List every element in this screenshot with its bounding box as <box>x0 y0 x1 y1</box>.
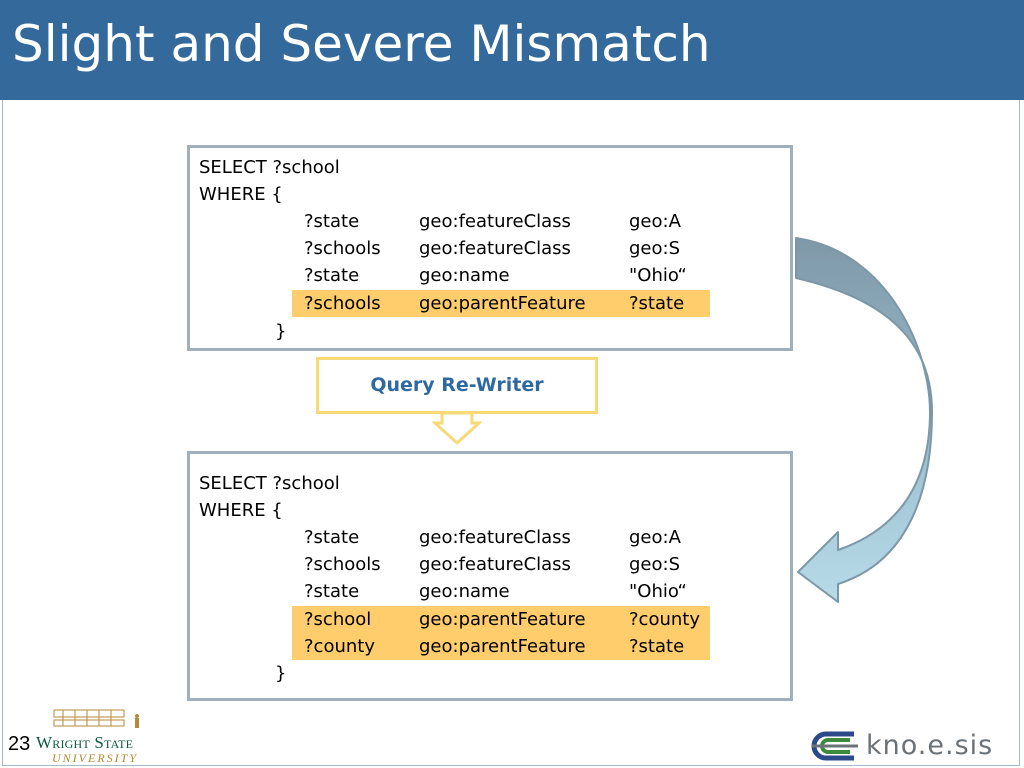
triple-object: ?state <box>629 636 685 657</box>
triple-object: ?state <box>629 293 685 314</box>
triple-object: geo:A <box>629 527 681 548</box>
closing-brace: } <box>275 321 287 342</box>
select-line: SELECT ?school <box>199 473 340 494</box>
triple-subject: ?state <box>304 265 360 286</box>
triple-subject: ?state <box>304 581 360 602</box>
triple-predicate: geo:featureClass <box>419 527 571 548</box>
triple-object: "Ohio“ <box>629 581 687 602</box>
slide-title: Slight and Severe Mismatch <box>12 15 711 73</box>
triple-subject: ?state <box>304 211 360 232</box>
triple-row: ?schools geo:featureClass geo:S <box>292 235 710 262</box>
title-bar: Slight and Severe Mismatch <box>0 0 1024 100</box>
wsu-name: Wright State <box>36 733 134 752</box>
triple-predicate: geo:name <box>419 265 510 286</box>
query-rewriter-label: Query Re-Writer <box>370 374 544 396</box>
down-arrow-icon <box>432 412 482 446</box>
triple-row: ?state geo:name "Ohio“ <box>292 578 710 605</box>
wright-flyer-icon <box>53 709 139 728</box>
where-line: WHERE { <box>199 500 283 521</box>
triple-subject: ?schools <box>304 293 381 314</box>
triple-row: ?state geo:featureClass geo:A <box>292 208 710 235</box>
highlighted-triple-row: ?schools geo:parentFeature ?state <box>292 290 710 317</box>
triple-predicate: geo:name <box>419 581 510 602</box>
original-query-box: SELECT ?school WHERE { ?state geo:featur… <box>187 145 793 351</box>
where-line: WHERE { <box>199 184 283 205</box>
wsu-subtitle: UNIVERSITY <box>52 751 138 765</box>
rewritten-query-box: SELECT ?school WHERE { ?state geo:featur… <box>187 451 793 701</box>
closing-brace: } <box>275 663 287 684</box>
page-number: 23 <box>8 733 31 755</box>
triple-object: ?county <box>629 609 700 630</box>
triple-object: geo:A <box>629 211 681 232</box>
triple-predicate: geo:parentFeature <box>419 293 586 314</box>
slide-frame <box>2 100 1020 766</box>
triple-subject: ?state <box>304 527 360 548</box>
triple-subject: ?county <box>304 636 375 657</box>
triple-object: "Ohio“ <box>629 265 687 286</box>
triple-row: ?state geo:featureClass geo:A <box>292 524 710 551</box>
triple-predicate: geo:parentFeature <box>419 636 586 657</box>
curved-arrow-icon <box>795 237 933 603</box>
triple-subject: ?school <box>304 609 372 630</box>
triple-predicate: geo:featureClass <box>419 554 571 575</box>
knoesis-logo-icon <box>811 731 858 761</box>
highlighted-triple-row: ?county geo:parentFeature ?state <box>292 633 710 660</box>
knoesis-wordmark: kno.e.sis <box>866 730 994 761</box>
triple-predicate: geo:featureClass <box>419 238 571 259</box>
select-line: SELECT ?school <box>199 157 340 178</box>
triple-row: ?schools geo:featureClass geo:S <box>292 551 710 578</box>
triple-object: geo:S <box>629 238 681 259</box>
highlighted-triple-row: ?school geo:parentFeature ?county <box>292 606 710 633</box>
triple-subject: ?schools <box>304 554 381 575</box>
triple-predicate: geo:parentFeature <box>419 609 586 630</box>
triple-row: ?state geo:name "Ohio“ <box>292 262 710 289</box>
triple-predicate: geo:featureClass <box>419 211 571 232</box>
query-rewriter-box: Query Re-Writer <box>316 357 598 414</box>
triple-object: geo:S <box>629 554 681 575</box>
triple-subject: ?schools <box>304 238 381 259</box>
